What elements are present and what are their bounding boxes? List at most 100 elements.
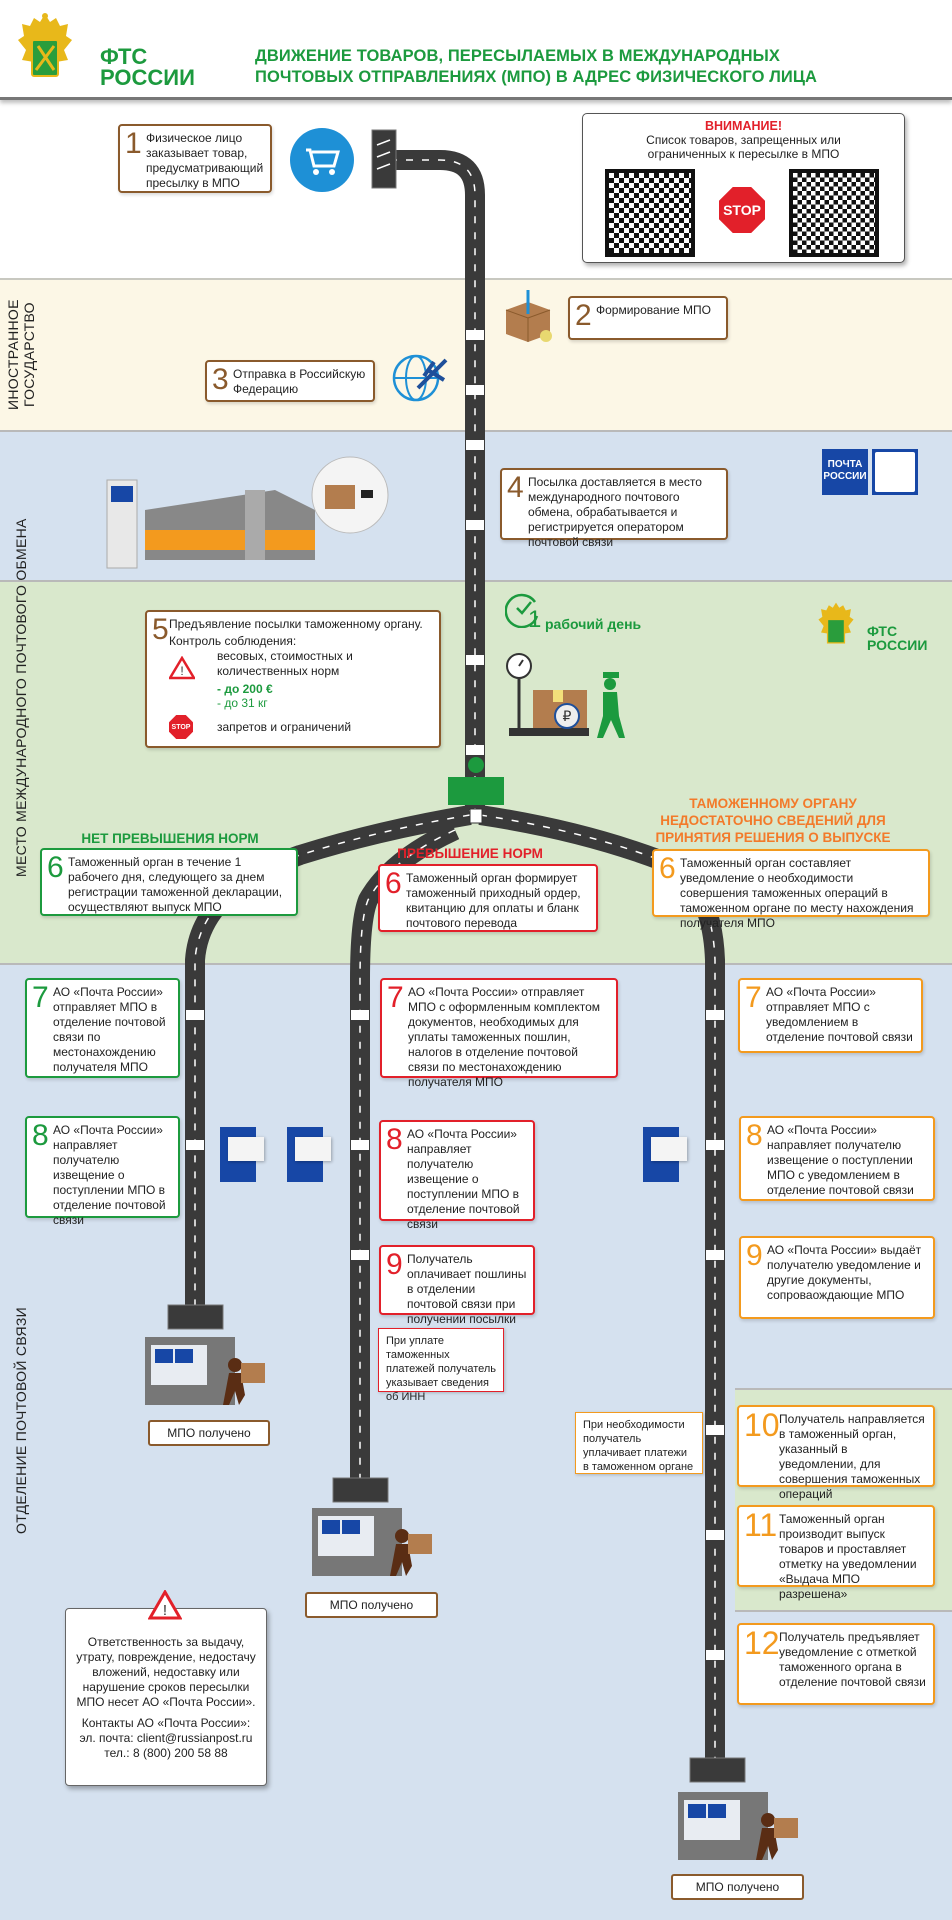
step-8-red-box: 8 АО «Почта России» направляет получател…	[379, 1120, 535, 1231]
step-text: АО «Почта России» направляет получателю …	[53, 1123, 166, 1227]
russian-post-logo: ПОЧТА РОССИИ	[822, 449, 918, 495]
step-number: 9	[746, 1239, 763, 1272]
step-text: Отправка в Российскую Федерацию	[233, 367, 366, 396]
post-office-orange-illustration	[678, 1790, 808, 1862]
step-6-orange-box: 6 Таможенный орган составляет уведомлени…	[652, 849, 930, 930]
stop-sign-icon: STOP	[169, 715, 193, 739]
step-number: 7	[387, 981, 404, 1014]
warning-title: ВНИМАНИЕ!	[705, 119, 782, 133]
step-9-red-box: 9 Получатель оплачивает пошлины в отделе…	[379, 1245, 535, 1326]
qr-code-right[interactable]	[789, 169, 879, 257]
step-7-red-box: 7 АО «Почта России» отправляет МПО с офо…	[380, 978, 618, 1089]
step-5-line1: Предъявление посылки таможенному органу.	[169, 617, 423, 631]
one-day-number: 1	[528, 606, 542, 633]
responsibility-text: Ответственность за выдачу, утрату, повре…	[76, 1635, 256, 1709]
step-1-box: 1 Физическое лицо заказывает товар, пред…	[118, 124, 272, 193]
step-text: Получатель направляется в таможенный орг…	[779, 1412, 925, 1501]
step-number: 5	[152, 613, 169, 646]
svg-text:!: !	[180, 664, 183, 678]
step-9-orange-box: 9 АО «Почта России» выдаёт получателю ув…	[739, 1236, 935, 1319]
step-number: 7	[745, 981, 762, 1014]
fts-logo-line1: ФТС	[100, 44, 148, 69]
step-number: 9	[386, 1248, 403, 1281]
step-12-box: 12 Получатель предъявляет уведомление с …	[737, 1623, 935, 1705]
mailbox-notice-icon	[220, 1127, 264, 1182]
post-office-green-illustration	[145, 1335, 275, 1407]
step-7-green-box: 7 АО «Почта России» отправляет МПО в отд…	[25, 978, 180, 1078]
step-7-orange-box: 7 АО «Почта России» отправляет МПО с уве…	[738, 978, 923, 1053]
page-title-line2: ПОЧТОВЫХ ОТПРАВЛЕНИЯХ (МПО) В АДРЕС ФИЗИ…	[255, 68, 818, 86]
mpo-received-green: МПО получено	[148, 1420, 270, 1446]
step-5-box: 5 Предъявление посылки таможенному орган…	[145, 610, 441, 748]
step-number: 4	[507, 471, 524, 504]
step-number: 2	[575, 299, 592, 332]
warning-triangle-icon: !	[148, 1590, 182, 1620]
mailbox-notice-icon	[287, 1127, 331, 1182]
contact-phone[interactable]: тел.: 8 (800) 200 58 88	[104, 1746, 228, 1760]
fts-logo2-line1: ФТС	[867, 623, 898, 639]
mpo-received-orange: МПО получено	[671, 1874, 804, 1900]
branch-title-no-excess: НЕТ ПРЕВЫШЕНИЯ НОРМ	[81, 831, 259, 846]
road-main-markings	[390, 159, 476, 810]
step-text: АО «Почта России» направляет получателю …	[767, 1123, 914, 1197]
step-number: 1	[125, 127, 142, 160]
step-text: АО «Почта России» отправляет МПО с оформ…	[408, 985, 601, 1089]
step-text: АО «Почта России» отправляет МПО в отдел…	[53, 985, 166, 1074]
step-text: Таможенный орган производит выпуск товар…	[779, 1512, 917, 1601]
fts-emblem-icon	[812, 600, 860, 652]
step-number: 10	[744, 1407, 780, 1443]
step-8-green-box: 8 АО «Почта России» направляет получател…	[25, 1116, 180, 1227]
step-number: 3	[212, 363, 229, 396]
step-text: Таможенный орган формирует таможенный пр…	[406, 871, 581, 930]
mailbox-notice-icon	[643, 1127, 687, 1182]
responsibility-box: Ответственность за выдачу, утрату, повре…	[65, 1608, 267, 1786]
step-text: АО «Почта России» отправляет МПО с уведо…	[766, 985, 913, 1044]
limit-weight: - до 31 кг	[217, 696, 268, 710]
fts-emblem-icon	[18, 13, 72, 77]
step-number: 12	[744, 1625, 780, 1661]
fts-logo2-line2: РОССИИ	[867, 637, 928, 653]
step-text: Получатель предъявляет уведомление с отм…	[779, 1630, 926, 1689]
shopping-cart-icon	[290, 128, 354, 192]
step-text: Физическое лицо заказывает товар, предус…	[146, 131, 264, 190]
step-3-box: 3 Отправка в Российскую Федерацию	[205, 360, 375, 402]
crosswalks	[186, 330, 724, 1660]
step-8-orange-box: 8 АО «Почта России» направляет получател…	[739, 1116, 935, 1201]
road-green-branch	[185, 805, 472, 1310]
contact-email[interactable]: эл. почта: client@russianpost.ru	[79, 1731, 253, 1745]
step-number: 7	[32, 981, 49, 1014]
one-day-text: рабочий день	[545, 616, 642, 632]
step-text: Таможенный орган в течение 1 рабочего дн…	[68, 855, 283, 914]
step-6-green-box: 6 Таможенный орган в течение 1 рабочего …	[40, 848, 298, 916]
step-number: 6	[47, 851, 64, 884]
customs-payment-note: При необходимости получатель уплачивает …	[575, 1412, 703, 1474]
post-logo-line1: ПОЧТА	[827, 459, 863, 470]
step-text: АО «Почта России» направляет получателю …	[407, 1127, 520, 1231]
warning-triangle-icon: !	[169, 656, 195, 680]
step-number: 8	[746, 1119, 763, 1152]
road-start-parking	[371, 129, 397, 189]
step-text: Посылка доставляется в место международн…	[528, 475, 702, 549]
contacts-title: Контакты АО «Почта России»:	[81, 1716, 251, 1730]
step-number: 8	[386, 1123, 403, 1156]
sorting-center-illustration	[105, 450, 405, 570]
post-eagle-icon	[872, 449, 918, 495]
svg-text:!: !	[163, 1602, 167, 1619]
step-text: АО «Почта России» выдаёт получателю увед…	[767, 1243, 922, 1302]
customs-officer-icon	[595, 672, 627, 742]
fts-logo-line2: РОССИИ	[100, 65, 195, 90]
step-4-box: 4 Посылка доставляется в место междунаро…	[500, 468, 728, 549]
qr-code-left[interactable]	[605, 169, 695, 257]
step-2-box: 2 Формирование МПО	[568, 296, 728, 340]
step-text: Формирование МПО	[596, 303, 711, 317]
step-text: Таможенный орган составляет уведомление …	[680, 856, 914, 930]
step-6-red-box: 6 Таможенный орган формирует таможенный …	[378, 864, 598, 932]
stop-sign-icon: STOP	[719, 187, 765, 233]
step-5-norms: весовых, стоимостных и количественных но…	[217, 649, 353, 678]
step-number: 6	[659, 852, 676, 885]
step-5-bans: запретов и ограничений	[217, 720, 352, 734]
svg-text:₽: ₽	[563, 708, 572, 724]
customs-checkpoint-icon	[446, 757, 506, 827]
post-office-red-illustration	[312, 1506, 442, 1578]
header: ФТС РОССИИ ДВИЖЕНИЕ ТОВАРОВ, ПЕРЕСЫЛАЕМЫ…	[0, 0, 952, 100]
